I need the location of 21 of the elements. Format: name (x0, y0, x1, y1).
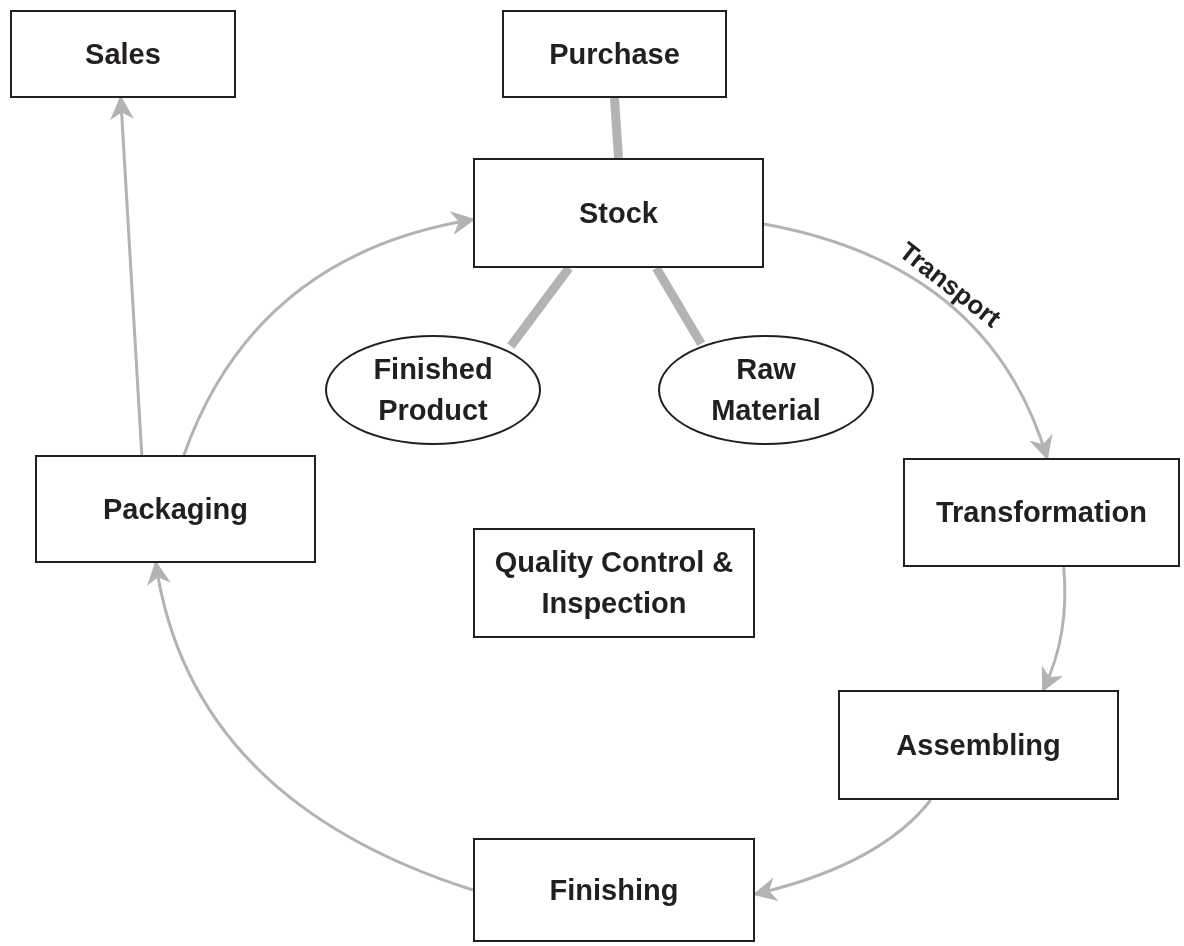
process-box (502, 10, 727, 98)
process-box (473, 158, 764, 268)
node-label: Finishing (549, 872, 679, 908)
process-box (473, 838, 755, 942)
node-label: Transformation (935, 495, 1148, 530)
arrow (1041, 566, 1067, 693)
node-label: Quality Control & Inspection (493, 545, 735, 621)
node-label: Finished Product (372, 352, 494, 428)
node-label: Assembling (896, 727, 1061, 763)
process-box (10, 10, 236, 98)
node-label: Sales (85, 36, 161, 72)
process-box (903, 458, 1180, 567)
node-label: Purchase (549, 36, 680, 72)
arrow (763, 222, 1052, 461)
node-label: Stock (579, 195, 658, 231)
connector-line (610, 97, 623, 159)
process-box (473, 528, 755, 638)
node-label: Raw Material (711, 352, 821, 428)
node-label: Packaging (102, 491, 249, 527)
process-box (35, 455, 316, 563)
process-box (838, 690, 1119, 800)
